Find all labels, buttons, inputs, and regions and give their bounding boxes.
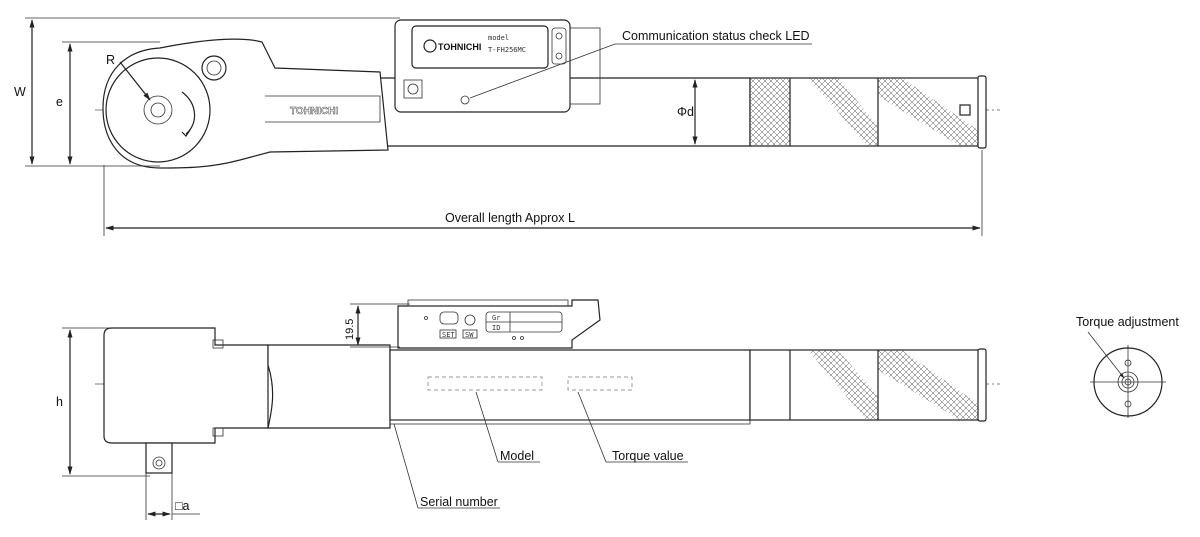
- disp-gr: Gr: [492, 314, 500, 322]
- top-ratchet-ring: [105, 57, 211, 163]
- side-view: SET SW Gr ID Model Torque value Serial n…: [56, 299, 1000, 520]
- top-view: TOHNICHI R TOHNICHI model T-FH256MC Comm…: [14, 17, 1000, 236]
- disp-id: ID: [492, 324, 500, 332]
- end-view-cap: [1093, 347, 1163, 417]
- top-knurl-3: [878, 78, 978, 146]
- model-caption: model: [488, 34, 509, 42]
- dim-a-label: □a: [175, 499, 190, 513]
- top-pin-outer: [201, 55, 227, 81]
- torque-value-label: Torque value: [612, 449, 684, 463]
- dim-r-arrow: [119, 61, 151, 101]
- side-shaft: [389, 349, 751, 421]
- device-brand: TOHNICHI: [438, 42, 481, 52]
- model-code: T-FH256MC: [488, 46, 526, 54]
- model-label: Model: [500, 449, 534, 463]
- btn-sw-label: SW: [465, 331, 474, 339]
- dim-d-label: Φd: [677, 105, 694, 119]
- btn-set-label: SET: [442, 331, 455, 339]
- torque-adjustment-label: Torque adjustment: [1076, 315, 1179, 329]
- dim-e-label: e: [56, 95, 63, 109]
- top-knurl-2: [808, 78, 878, 146]
- top-end-cap: [977, 75, 987, 149]
- side-square-drive: [145, 442, 173, 474]
- dim-w-label: W: [14, 85, 26, 99]
- top-end-square: [959, 104, 971, 116]
- top-knurl-1: [750, 78, 790, 146]
- end-view: Torque adjustment: [1076, 315, 1179, 418]
- dim-h-label: h: [56, 395, 63, 409]
- led-icon: [460, 95, 470, 105]
- handle-brand-etch: TOHNICHI: [290, 106, 338, 117]
- model-area: [427, 376, 543, 391]
- overall-length-label: Overall length Approx L: [445, 211, 575, 225]
- serial-number-label: Serial number: [420, 495, 498, 509]
- side-head: [103, 327, 269, 444]
- torque-adjust-leader: [1087, 331, 1125, 379]
- torque-area: [567, 376, 633, 391]
- dim-r-label: R: [106, 53, 115, 67]
- top-model-plate: [411, 25, 549, 69]
- led-label: Communication status check LED: [622, 29, 810, 43]
- side-neck: [267, 344, 391, 429]
- dim-195-label: 19.5: [344, 319, 356, 340]
